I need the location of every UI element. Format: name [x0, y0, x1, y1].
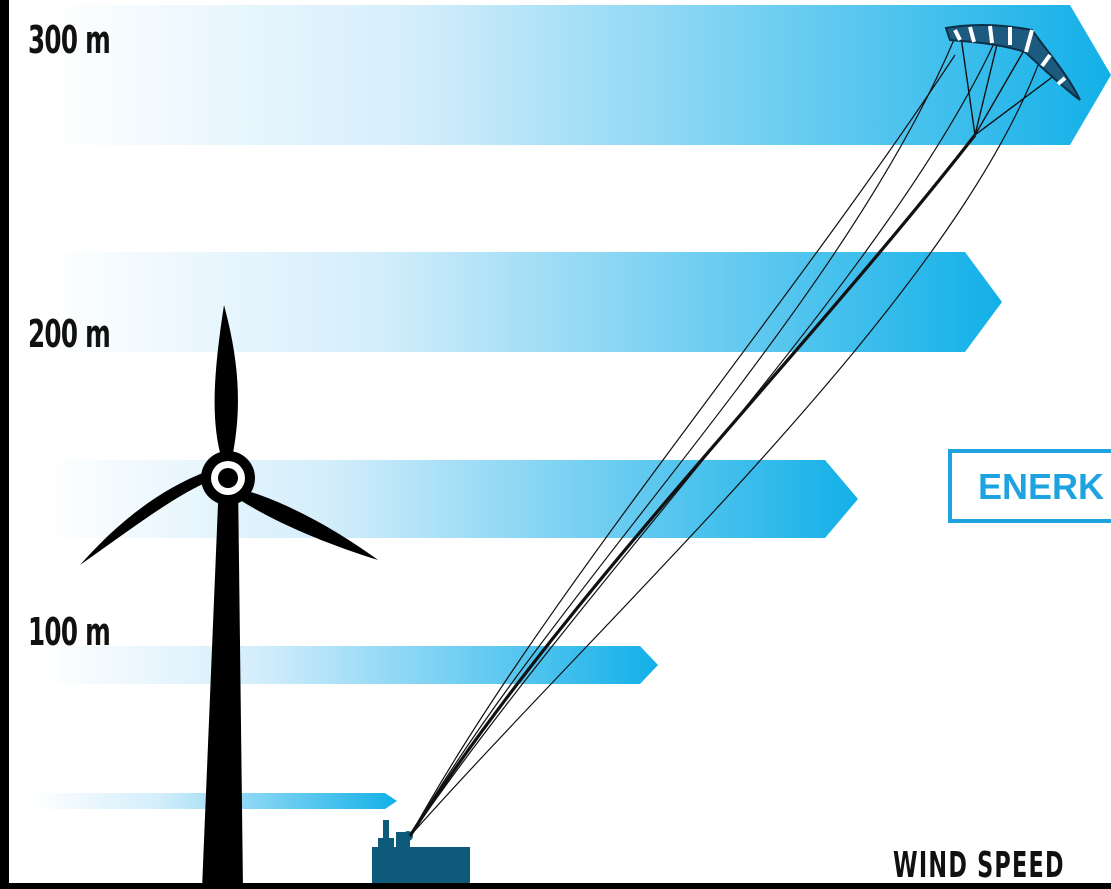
- altitude-label-200m: 200 m: [28, 312, 111, 356]
- altitude-label-100m: 100 m: [28, 610, 111, 654]
- wind-turbine: [80, 305, 378, 889]
- ground-station: [372, 820, 470, 889]
- brand-box: ENERK: [948, 449, 1111, 523]
- turbine-blade-right: [240, 490, 378, 560]
- turbine-blade-left: [80, 472, 212, 565]
- ground-line: [0, 883, 1111, 889]
- wind-speed-axis-label: WIND SPEED: [893, 845, 1065, 886]
- turbine-tower: [202, 480, 243, 889]
- wind-arrow-300m: [40, 5, 1111, 145]
- altitude-label-300m: 300 m: [28, 18, 111, 62]
- wind-arrow-80m: [40, 646, 658, 684]
- kite-tethers: [408, 24, 1056, 837]
- altitude-axis: [0, 0, 9, 889]
- kite: [944, 23, 1081, 101]
- brand-label: ENERK: [978, 466, 1105, 507]
- wind-arrow-250m: [40, 252, 1002, 352]
- turbine-blade-up: [214, 305, 238, 460]
